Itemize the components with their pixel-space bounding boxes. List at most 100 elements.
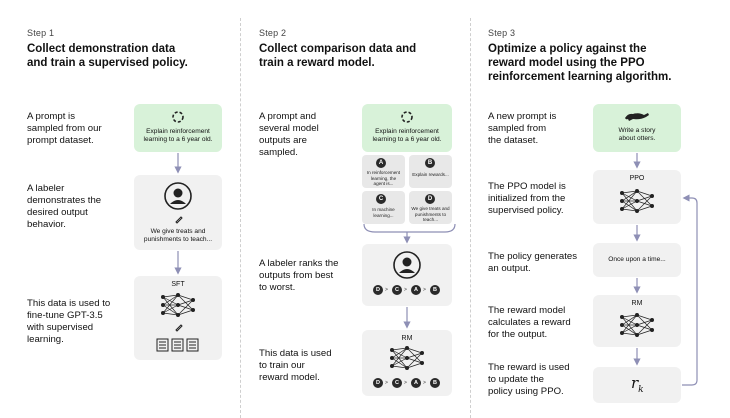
desc-line: prompt dataset. bbox=[27, 135, 94, 146]
sft-label: SFT bbox=[171, 281, 185, 288]
output-letter-d: D bbox=[425, 194, 435, 204]
rank-gt: > bbox=[404, 380, 407, 386]
step1-label: Step 1 bbox=[27, 28, 55, 38]
desc-line: sampled. bbox=[259, 147, 298, 158]
rank-gt: > bbox=[385, 380, 388, 386]
step2-prompt-text: Explain reinforcement learning to a 6 ye… bbox=[362, 128, 452, 144]
desc-line: demonstrates the bbox=[27, 195, 102, 206]
step1-title-line1: Collect demonstration data bbox=[27, 43, 176, 55]
output-letter-b: B bbox=[425, 158, 435, 168]
output-line: In machine bbox=[372, 207, 395, 212]
prompt-line: learning to a 6 year old. bbox=[372, 136, 442, 143]
desc-line: This data is used to bbox=[27, 298, 111, 309]
step3-title-line2: reward model using the PPO bbox=[488, 57, 645, 69]
rank-gt: > bbox=[423, 287, 426, 293]
step1-row3-desc: This data is used to fine-tune GPT-3.5 w… bbox=[27, 298, 110, 346]
desc-line: reward model. bbox=[259, 372, 320, 383]
step1-prompt-text: Explain reinforcement learning to a 6 ye… bbox=[134, 128, 222, 144]
rm-label: RM bbox=[631, 300, 643, 307]
rank-a: A bbox=[411, 378, 421, 388]
output-line: agent is... bbox=[373, 181, 394, 186]
desc-line: The policy generates bbox=[488, 251, 578, 262]
step1-title-line2: and train a supervised policy. bbox=[27, 57, 188, 69]
step2-title: Collect comparison data and train a rewa… bbox=[259, 42, 416, 70]
step3-ppo-box: PPO bbox=[593, 170, 681, 224]
desc-line: policy using PPO. bbox=[488, 386, 564, 397]
rank-b: B bbox=[430, 378, 440, 388]
bracket bbox=[363, 223, 456, 233]
step1-column: Step 1 Collect demonstration data and tr… bbox=[0, 0, 240, 418]
step2-column: Step 2 Collect comparison data and train… bbox=[240, 0, 470, 418]
openai-logo-icon bbox=[401, 111, 413, 123]
step1-row1-desc: A prompt is sampled from our prompt data… bbox=[27, 111, 102, 147]
step3-reward-box: rk bbox=[593, 367, 681, 403]
desc-line: The reward model bbox=[488, 305, 566, 316]
output-line: teach... bbox=[422, 217, 439, 222]
step3-title: Optimize a policy against the reward mod… bbox=[488, 42, 671, 84]
step2-prompt-box: Explain reinforcement learning to a 6 ye… bbox=[362, 104, 452, 152]
step2-label: Step 2 bbox=[259, 28, 287, 38]
output-letter-c: C bbox=[376, 194, 386, 204]
step3-row4-desc: The reward model calculates a reward for… bbox=[488, 305, 571, 341]
reward-symbol: r bbox=[631, 374, 639, 392]
step3-title-line3: reinforcement learning algorithm. bbox=[488, 71, 672, 83]
desc-line: the dataset. bbox=[488, 135, 539, 146]
output-text-b: Explain rewards... bbox=[409, 172, 452, 178]
desc-line: with supervised bbox=[27, 322, 94, 333]
rank-d: D bbox=[373, 378, 383, 388]
desc-line: to update the bbox=[488, 374, 545, 385]
desc-line: sampled from our bbox=[27, 123, 102, 134]
rank-gt: > bbox=[423, 380, 426, 386]
prompt-line: Write a story bbox=[618, 127, 656, 134]
output-card-c: C In machine learning... bbox=[362, 191, 405, 224]
rank-d: D bbox=[373, 285, 383, 295]
desc-line: A labeler ranks the bbox=[259, 258, 339, 269]
step3-label: Step 3 bbox=[488, 28, 516, 38]
column-divider bbox=[240, 18, 241, 418]
neural-network-icon bbox=[390, 346, 424, 370]
step2-rm-box: RM D > C > A > B bbox=[362, 330, 452, 396]
desc-line: initialized from the bbox=[488, 193, 566, 204]
step3-column: Step 3 Optimize a policy against the rew… bbox=[470, 0, 730, 418]
desc-line: desired output bbox=[27, 207, 88, 218]
documents-icon bbox=[156, 338, 199, 352]
step1-labeler-box: We give treats and punishments to teach.… bbox=[134, 175, 222, 250]
step3-output-box: Once upon a time... bbox=[593, 243, 681, 277]
output-letter-a: A bbox=[376, 158, 386, 168]
pencil-icon bbox=[175, 216, 183, 224]
labeler-person-icon bbox=[164, 182, 192, 210]
desc-line: The PPO model is bbox=[488, 181, 566, 192]
labeler-person-icon bbox=[393, 251, 421, 279]
rank-a: A bbox=[411, 285, 421, 295]
otter-icon bbox=[625, 113, 649, 121]
prompt-line: Explain reinforcement bbox=[146, 128, 210, 135]
step1-labeler-text: We give treats and punishments to teach.… bbox=[134, 228, 222, 244]
reward-subscript: k bbox=[638, 385, 644, 395]
rank-c: C bbox=[392, 285, 402, 295]
output-line: We give treats and bbox=[411, 206, 450, 211]
desc-line: behavior. bbox=[27, 219, 66, 230]
output-line: Explain rewards... bbox=[412, 172, 449, 177]
step3-row1-desc: A new prompt is sampled from the dataset… bbox=[488, 111, 556, 147]
desc-line: learning. bbox=[27, 334, 64, 345]
labeler-line: punishments to teach... bbox=[143, 236, 213, 243]
step3-row3-desc: The policy generates an output. bbox=[488, 251, 577, 275]
desc-line: supervised policy. bbox=[488, 205, 564, 216]
desc-line: an output. bbox=[488, 263, 531, 274]
output-card-d: D We give treats and punishments to teac… bbox=[409, 191, 452, 224]
output-line: punishments to bbox=[414, 211, 447, 217]
step1-prompt-box: Explain reinforcement learning to a 6 ye… bbox=[134, 104, 222, 152]
rank-b: B bbox=[430, 285, 440, 295]
output-line: learning... bbox=[373, 212, 394, 218]
feedback-arrow bbox=[682, 194, 698, 386]
desc-line: fine-tune GPT-3.5 bbox=[27, 310, 103, 321]
desc-line: The reward is used bbox=[488, 362, 570, 373]
step1-row2-desc: A labeler demonstrates the desired outpu… bbox=[27, 183, 101, 231]
step2-title-line2: train a reward model. bbox=[259, 57, 375, 69]
desc-line: to worst. bbox=[259, 282, 296, 293]
column-divider bbox=[470, 18, 471, 418]
neural-network-icon bbox=[161, 293, 195, 317]
rank-gt: > bbox=[404, 287, 407, 293]
step3-title-line1: Optimize a policy against the bbox=[488, 43, 647, 55]
